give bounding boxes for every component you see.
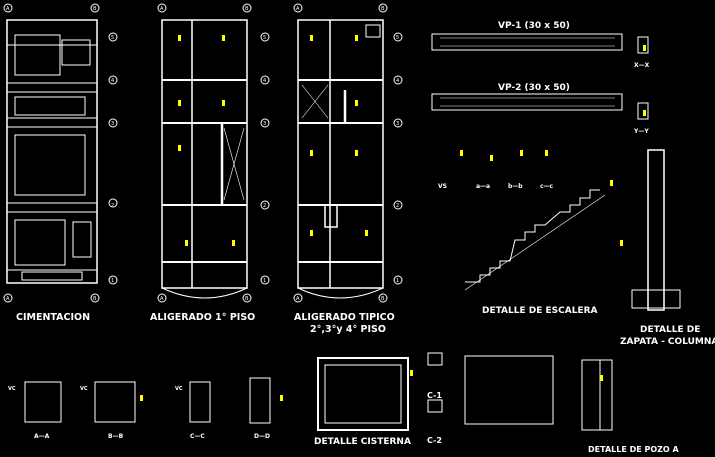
cimentacion-plan [6, 19, 98, 284]
axis-col-label: B [93, 296, 97, 302]
title-pozo-a: DETALLE DE POZO A [588, 445, 680, 454]
label-aa-small: a—a [476, 183, 490, 190]
axis-col-label: A [296, 6, 300, 12]
dimension-mark [355, 35, 358, 41]
axis-row-label: 4 [111, 78, 114, 84]
axis-col-label: B [245, 6, 249, 12]
axis-col-label: A [296, 296, 300, 302]
axis-row-label: 1 [111, 278, 114, 284]
axis-row-label: 2 [396, 203, 399, 209]
title-zapata-1: DETALLE DE [640, 325, 700, 335]
axis-col-label: B [381, 6, 385, 12]
aligerado-1-piso-plan [161, 19, 248, 299]
stair-detail [464, 189, 606, 291]
zapata-columna-detail [631, 149, 681, 311]
axis-row-label: 2 [263, 203, 266, 209]
label-cc-small: c—c [540, 183, 554, 190]
axis-col-label: A [160, 6, 164, 12]
axis-row-label: 3 [396, 121, 399, 127]
dimension-mark [310, 150, 313, 156]
dimension-mark [490, 155, 493, 161]
dimension-mark [178, 35, 181, 41]
axis-row-label: 3 [263, 121, 266, 127]
aligerado-tipico-plan [297, 19, 384, 299]
axis-col-label: A [6, 296, 10, 302]
title-aligerado-1: ALIGERADO 1° PISO [150, 312, 255, 323]
axis-row-label: 3 [111, 121, 114, 127]
label-vc-2: VC [80, 386, 88, 392]
label-c2: C-2 [427, 436, 442, 445]
dimension-mark [620, 240, 623, 246]
label-cc: C—C [190, 433, 205, 440]
axis-row-label: 5 [263, 35, 266, 41]
axis-row-label: 4 [396, 78, 399, 84]
label-yy: Y—Y [633, 128, 649, 135]
dimension-mark [355, 100, 358, 106]
title-cimentacion: CIMENTACION [16, 312, 90, 323]
axis-col-label: B [381, 296, 385, 302]
dimension-mark [310, 230, 313, 236]
dimension-mark [178, 145, 181, 151]
label-dd: D—D [254, 433, 270, 440]
pozo-a-detail [581, 359, 613, 431]
dimension-mark [280, 395, 283, 401]
dimension-mark [545, 150, 548, 156]
axis-row-label: 1 [396, 278, 399, 284]
title-aligerado-tipico: ALIGERADO TIPICO [294, 312, 395, 323]
axis-row-label: 5 [111, 35, 114, 41]
dimension-mark [355, 150, 358, 156]
axis-col-label: B [93, 6, 97, 12]
axis-col-label: B [245, 296, 249, 302]
dimension-mark [610, 180, 613, 186]
dimension-mark [222, 35, 225, 41]
axis-row-label: 2 [111, 203, 114, 209]
title-aligerado-tipico-floors: 2°,3°y 4° PISO [310, 324, 386, 335]
dimension-mark [643, 110, 646, 116]
axis-bubbles [3, 3, 403, 303]
dimension-mark [232, 240, 235, 246]
dimension-mark [365, 230, 368, 236]
title-cisterna: DETALLE CISTERNA [314, 437, 411, 447]
dimension-mark [410, 370, 413, 376]
label-c1: C-1 [427, 391, 442, 400]
dimension-mark [185, 240, 188, 246]
label-aa: A—A [34, 433, 50, 440]
title-vp2: VP-2 (30 x 50) [498, 83, 570, 93]
label-vs: VS [438, 183, 447, 190]
dimension-mark [600, 375, 603, 381]
label-vc-3: VC [175, 386, 183, 392]
dimension-mark [643, 45, 646, 51]
label-bb-small: b—b [508, 183, 523, 190]
label-xx: X—X [634, 62, 650, 69]
dimension-mark [460, 150, 463, 156]
dimension-mark [310, 35, 313, 41]
axis-row-label: 5 [396, 35, 399, 41]
dimension-mark [520, 150, 523, 156]
dimension-mark [222, 100, 225, 106]
title-vp1: VP-1 (30 x 50) [498, 21, 570, 31]
label-vc-1: VC [8, 386, 16, 392]
bottom-sections [24, 377, 271, 424]
label-bb: B—B [108, 433, 124, 440]
title-zapata-2: ZAPATA - COLUMNA [620, 337, 715, 347]
title-escalera: DETALLE DE ESCALERA [482, 306, 598, 316]
cisterna-detail [317, 352, 554, 431]
dimension-mark [178, 100, 181, 106]
axis-row-label: 1 [263, 278, 266, 284]
axis-col-label: A [160, 296, 164, 302]
dimension-mark [140, 395, 143, 401]
axis-col-label: A [6, 6, 10, 12]
axis-row-label: 4 [263, 78, 266, 84]
beam-elevations [431, 33, 649, 120]
